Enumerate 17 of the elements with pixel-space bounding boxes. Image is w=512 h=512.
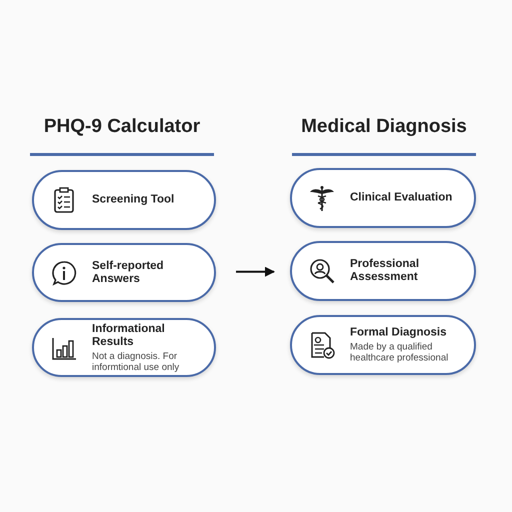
column-heading: Medical Diagnosis bbox=[300, 116, 468, 138]
rounded-card bbox=[32, 243, 216, 302]
card-title: Professional Assessment bbox=[350, 258, 420, 284]
card-title: Self-reported Answers bbox=[92, 260, 165, 286]
card-title: Clinical Evaluation bbox=[350, 192, 454, 204]
card-title: Informational Results bbox=[92, 322, 166, 348]
rounded-card bbox=[290, 168, 476, 228]
rounded-card bbox=[32, 318, 216, 377]
rounded-card bbox=[290, 241, 476, 301]
rounded-card bbox=[290, 315, 476, 375]
rounded-card bbox=[32, 170, 216, 230]
column-heading: PHQ-9 Calculator bbox=[42, 116, 202, 138]
card-description: Made by a qualified healthcare professional bbox=[350, 342, 450, 364]
card-title: Screening Tool bbox=[92, 194, 176, 206]
card-description: Not a diagnosis. For informtional use only bbox=[92, 350, 180, 372]
arrow bbox=[236, 266, 275, 277]
card-title: Formal Diagnosis bbox=[350, 326, 448, 340]
